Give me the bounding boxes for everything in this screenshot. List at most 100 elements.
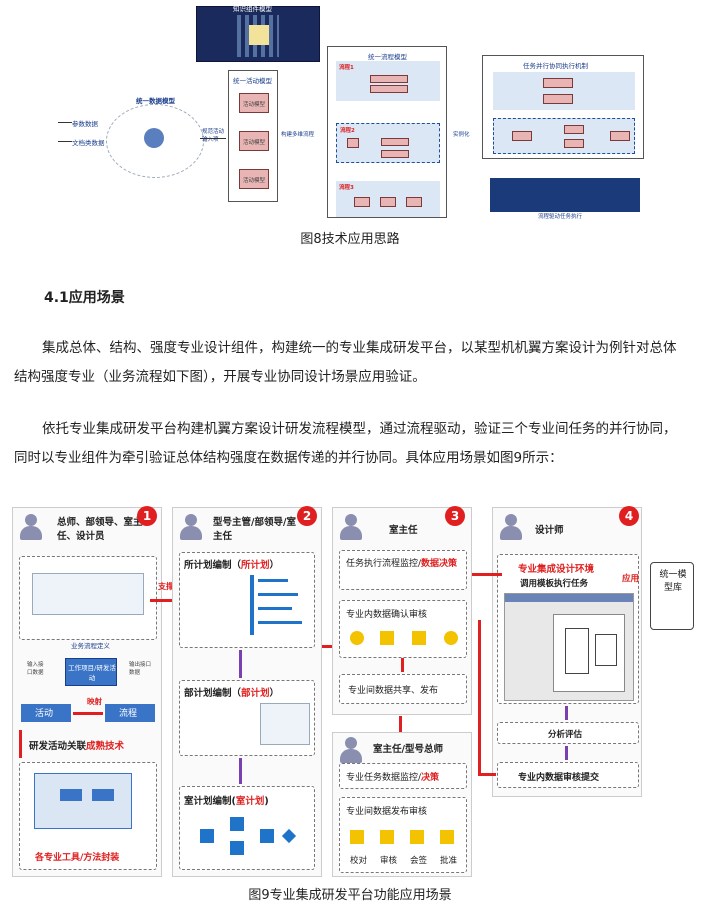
support-label: 支撑	[158, 582, 174, 591]
plan2-area: 部计划编制（部计划）	[179, 680, 315, 756]
review-area: 专业内数据确认审核	[339, 600, 467, 658]
monitor-area: 任务执行流程监控/数据决策	[339, 550, 467, 590]
release-text: 专业间数据发布审核	[346, 807, 428, 817]
panel-4-title: 设计师	[535, 525, 564, 536]
step-3: 批准	[440, 856, 458, 866]
plan3-title: 室计划编制(室计划)	[184, 796, 269, 807]
panel-1-number: 1	[137, 506, 157, 526]
release-area: 专业间数据发布审核 校对 审核 会签 批准	[339, 797, 467, 873]
tools-label: 各专业工具/方法封装	[35, 853, 120, 863]
activity-model-box: 统一活动模型 活动模型 活动模型 活动模型	[228, 70, 278, 202]
updown-arrow	[19, 730, 22, 758]
process-model-box: 统一流程模型 流程1 流程2 流程3	[327, 46, 447, 218]
panel3-down-arrow	[399, 716, 402, 732]
monitor2-text: 专业任务数据监控/决策	[346, 773, 440, 783]
panel-2-title: 型号主管/部领导/室主任	[213, 517, 296, 542]
process-driven-panel	[490, 178, 640, 212]
work-item-box: 工作项目/研发活动	[65, 658, 117, 686]
flow-box-2: 流程2	[336, 123, 440, 163]
arrow-doc	[58, 141, 72, 142]
paragraph-2-text: 依托专业集成研发平台构建机翼方案设计研发流程模型，通过流程驱动，验证三个专业间任…	[14, 421, 677, 466]
analysis-text: 分析评估	[548, 730, 583, 740]
data-model-title: 统一数据模型	[136, 97, 175, 105]
plan-arrow-1	[239, 650, 242, 678]
env-title: 专业集成设计环境	[518, 564, 595, 575]
process-box: 流程	[105, 704, 155, 722]
process-model-title: 统一流程模型	[368, 53, 407, 61]
activity-model-title: 统一活动模型	[233, 77, 272, 85]
biz-flow-area	[19, 556, 157, 640]
panel-2-number: 2	[297, 506, 317, 526]
analysis-area: 分析评估	[497, 722, 639, 744]
section-heading: 4.1应用场景	[44, 290, 125, 306]
activity-item: 活动模型	[239, 131, 269, 151]
plan1-area: 所计划编制（所计划）	[179, 552, 315, 648]
monitor2-area: 专业任务数据监控/决策	[339, 763, 467, 789]
connector-4-3	[478, 620, 481, 774]
mapping-label: 映射	[87, 697, 102, 706]
share-text: 专业间数据共享、发布	[348, 686, 439, 696]
doc-data-label: 文档类数据	[72, 139, 105, 147]
link1-label: 规范活动输入项	[202, 129, 225, 143]
review-arrow	[401, 658, 404, 672]
panel-3b-title: 室主任/型号总师	[373, 744, 443, 755]
connector-4-3-h	[478, 773, 496, 776]
activity-item: 活动模型	[239, 93, 269, 113]
knowledge-core	[249, 25, 269, 45]
figure-9-caption: 图9专业集成研发平台功能应用场景	[248, 888, 452, 903]
submit-text: 专业内数据审核提交	[518, 773, 600, 783]
plan2-title: 部计划编制（部计划）	[184, 688, 280, 699]
submit-area: 专业内数据审核提交	[497, 762, 639, 788]
arrow-link1	[200, 138, 226, 139]
panel-1-title: 总师、部领导、室主任、设计员	[57, 517, 143, 542]
paragraph-1-text: 集成总体、结构、强度专业设计组件，构建统一的专业集成研发平台，以某型机机翼方案设…	[14, 340, 677, 385]
panel-3-number: 3	[445, 506, 465, 526]
arrow-param	[58, 122, 72, 123]
biz-flow-label: 业务流程定义	[71, 642, 110, 650]
panel-2: 型号主管/部领导/室主任 2 所计划编制（所计划） 部计划编制（部计划） 室计划…	[172, 506, 322, 877]
tech-title-red: 成熟技术	[86, 741, 125, 752]
step-0: 校对	[350, 856, 368, 866]
submit-arrow	[565, 746, 568, 760]
exec-mechanism-title: 任务并行协同执行机制	[523, 62, 588, 70]
flow-box-1: 流程1	[336, 61, 440, 101]
param-data-label: 参数数据	[72, 120, 98, 128]
input-label: 输入接口数据	[27, 662, 44, 676]
data-model-network	[106, 104, 204, 178]
flow-box-3: 流程3	[336, 181, 440, 217]
panel-4-number: 4	[619, 506, 639, 526]
mapping-arrow	[73, 712, 103, 715]
knowledge-model-title: 知识组件模型	[233, 5, 272, 13]
connector-2-3	[322, 645, 332, 648]
panel-4: 设计师 4 专业集成设计环境 调用模板执行任务 分析评估 专业内数据审核提交	[492, 506, 642, 797]
tech-title-text: 研发活动关联	[29, 741, 87, 752]
output-label: 输出接口数据	[129, 662, 152, 676]
panel-3b: 室主任/型号总师 专业任务数据监控/决策 专业间数据发布审核 校对 审核 会签 …	[332, 732, 472, 877]
knowledge-model-box: 知识组件模型	[196, 5, 320, 62]
connector-3-4	[472, 573, 502, 576]
template-title: 调用模板执行任务	[520, 579, 589, 589]
tools-area	[19, 762, 157, 870]
activity-box: 活动	[21, 704, 71, 722]
panel-3: 室主任 3 任务执行流程监控/数据决策 专业内数据确认审核 专业间数据共享、发布	[332, 506, 472, 715]
model-library-text: 统一模型库	[659, 570, 687, 593]
plan-arrow-2	[239, 758, 242, 784]
env-area: 专业集成设计环境 调用模板执行任务	[497, 554, 639, 704]
paragraph-2: 依托专业集成研发平台构建机翼方案设计研发流程模型，通过流程驱动，验证三个专业间任…	[14, 415, 686, 473]
panel-3-title: 室主任	[389, 525, 418, 536]
step-2: 会签	[410, 856, 428, 866]
link2-label: 构建多维流程	[281, 132, 315, 138]
figure-8-caption: 图8技术应用思路	[300, 232, 400, 247]
monitor-text: 任务执行流程监控/数据决策	[346, 559, 458, 569]
plan1-title: 所计划编制（所计划）	[184, 560, 280, 571]
process-driven-label: 流程驱动任务执行	[538, 214, 583, 220]
plan3-area: 室计划编制(室计划)	[179, 786, 315, 870]
data-model-hub	[144, 128, 164, 148]
support-arrow	[150, 599, 180, 602]
step-1: 审核	[380, 856, 398, 866]
panel-1: 总师、部领导、室主任、设计员 1 业务流程定义 输入接口数据 工作项目/研发活动…	[12, 506, 162, 877]
share-area: 专业间数据共享、发布	[339, 674, 467, 704]
link3-label: 实例化	[453, 132, 470, 138]
review-text: 专业内数据确认审核	[346, 610, 428, 620]
paragraph-1: 集成总体、结构、强度专业设计组件，构建统一的专业集成研发平台，以某型机机翼方案设…	[14, 334, 686, 392]
